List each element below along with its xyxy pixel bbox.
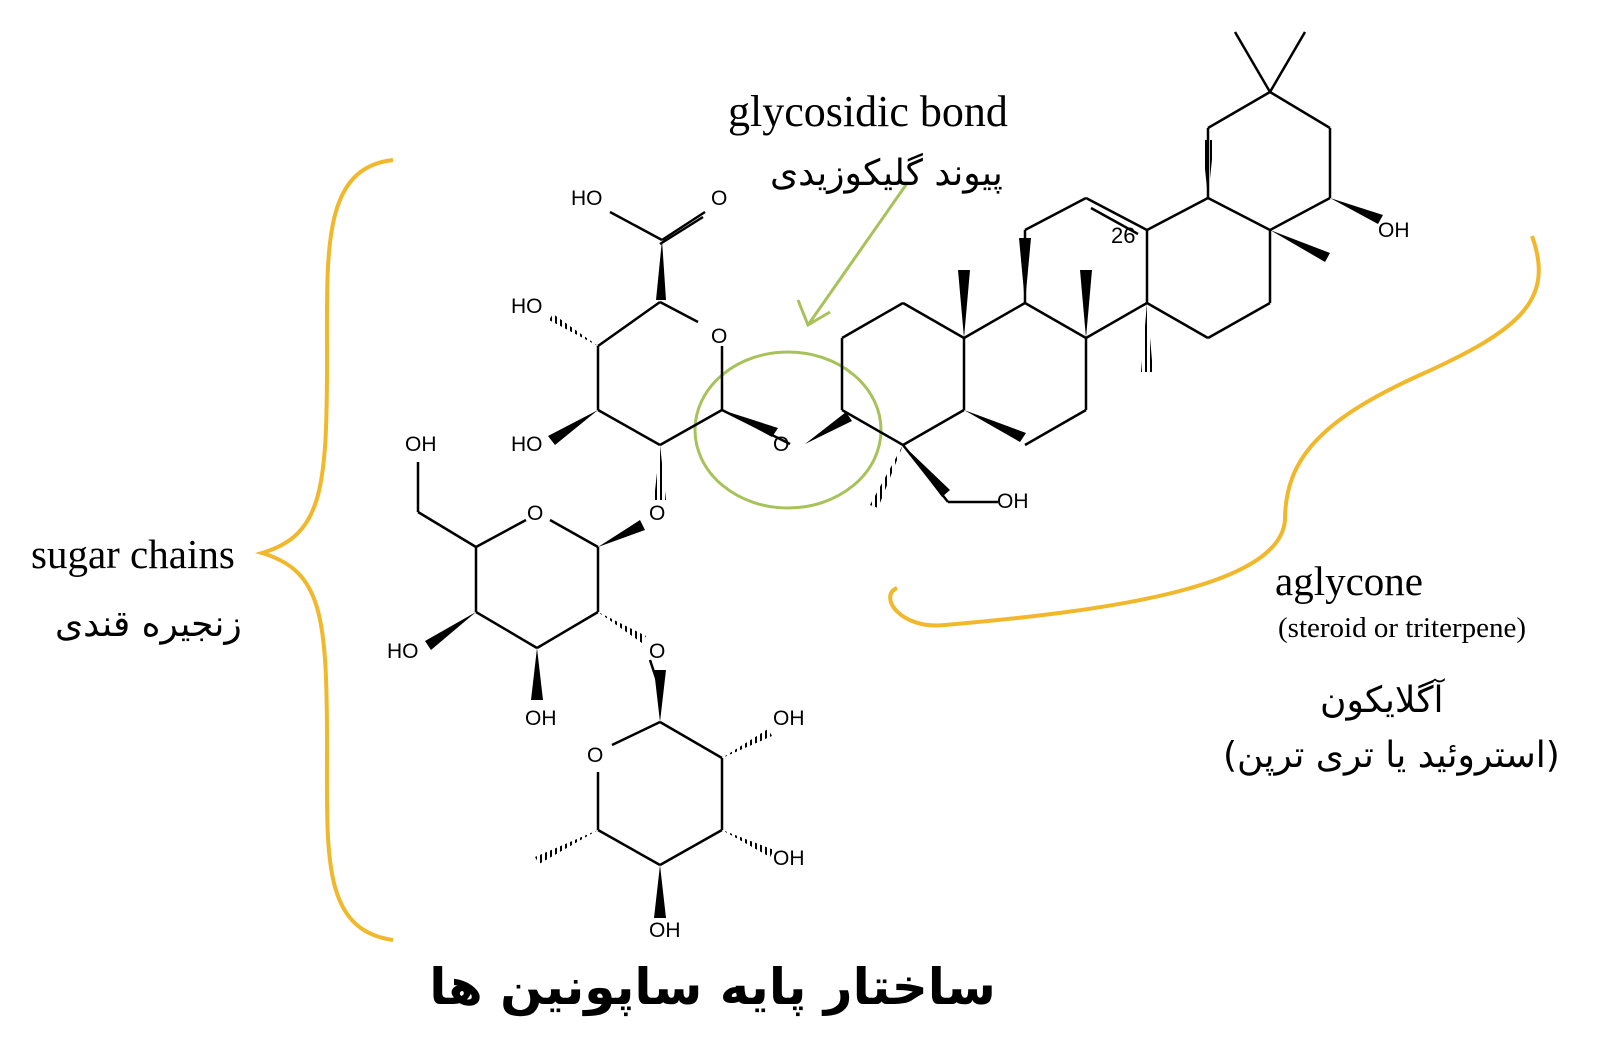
atom-label-o: O: [649, 502, 665, 525]
wedge-bond: [964, 410, 1026, 442]
wedge-bond: [654, 865, 666, 918]
aglycone-label-fa: آگلایکون: [1320, 680, 1444, 721]
atom-label-ho: HO: [511, 295, 543, 318]
rhamnose-ring: [596, 720, 724, 867]
glucuronic-acid-ring: [596, 210, 791, 447]
aglycone-label-en: aglycone: [1275, 558, 1423, 604]
aglycone-subtitle-en: (steroid or triterpene): [1278, 612, 1527, 644]
atom-label-oh: OH: [997, 490, 1029, 513]
hash-bond: [654, 445, 666, 500]
wedge-bond: [1270, 230, 1330, 262]
hash-bond: [722, 830, 774, 857]
atom-label-oh: OH: [405, 433, 437, 456]
atom-label-ho: HO: [387, 640, 419, 663]
wedge-bond: [656, 240, 666, 300]
atom-label-oh: OH: [773, 707, 805, 730]
triterpene-skeleton: [840, 31, 1332, 504]
atom-label-oh: OH: [649, 919, 681, 942]
sugar-chains-label-fa: زنجیره قندی: [55, 604, 242, 645]
atom-label-oh: OH: [525, 707, 557, 730]
wedge-bond: [1330, 198, 1383, 224]
wedge-bond: [805, 412, 852, 444]
glycosidic-bond-label-en: glycosidic bond: [728, 87, 1008, 136]
glycosidic-bond-arrowhead: [796, 299, 831, 328]
hash-bond: [870, 445, 903, 508]
atom-label-o: O: [711, 187, 727, 210]
glycosidic-bond-arrow: [806, 181, 910, 326]
page-title: ساختار پایه ساپونین ها: [429, 958, 996, 1016]
hash-bond: [535, 830, 598, 864]
glycosidic-bond-highlight-circle: [693, 350, 883, 510]
atom-label-oh: OH: [773, 847, 805, 870]
atom-label-o: O: [649, 640, 665, 663]
atom-label-o: O: [527, 502, 543, 525]
wedge-bond: [903, 445, 950, 497]
wedge-bond: [548, 410, 598, 445]
aglycone-subtitle-fa: (استروئید یا تری ترپن): [1223, 735, 1560, 776]
hash-bond: [549, 314, 598, 346]
hash-bond: [722, 729, 772, 758]
wedge-bond: [958, 270, 970, 338]
sugar-chains-label-en: sugar chains: [31, 531, 235, 577]
atom-label-ho: HO: [571, 187, 603, 210]
atom-label-o: O: [587, 744, 603, 767]
wedge-bond: [722, 410, 778, 437]
wedge-bond: [598, 520, 645, 547]
glycosidic-bond-label-fa: پیوند گلیکوزیدی: [770, 153, 1003, 194]
wedge-bond: [1019, 238, 1031, 303]
hash-bond: [1202, 140, 1214, 198]
wedge-bond: [654, 670, 666, 722]
wedge-bond: [1080, 270, 1092, 338]
atom-label-o: O: [773, 433, 789, 456]
atom-label-ho: HO: [511, 433, 543, 456]
glucose-ring: [416, 462, 662, 691]
atom-label-oh: OH: [1378, 219, 1410, 242]
sugar-chains-brace: [255, 158, 394, 942]
hash-bond: [598, 612, 646, 643]
atom-label-o: O: [711, 325, 727, 348]
atom-locant-26: 26: [1111, 223, 1135, 248]
wedge-bond: [425, 612, 476, 650]
aglycone-brace: [888, 235, 1541, 628]
hash-bond: [1141, 303, 1153, 372]
wedge-bond: [531, 648, 543, 700]
